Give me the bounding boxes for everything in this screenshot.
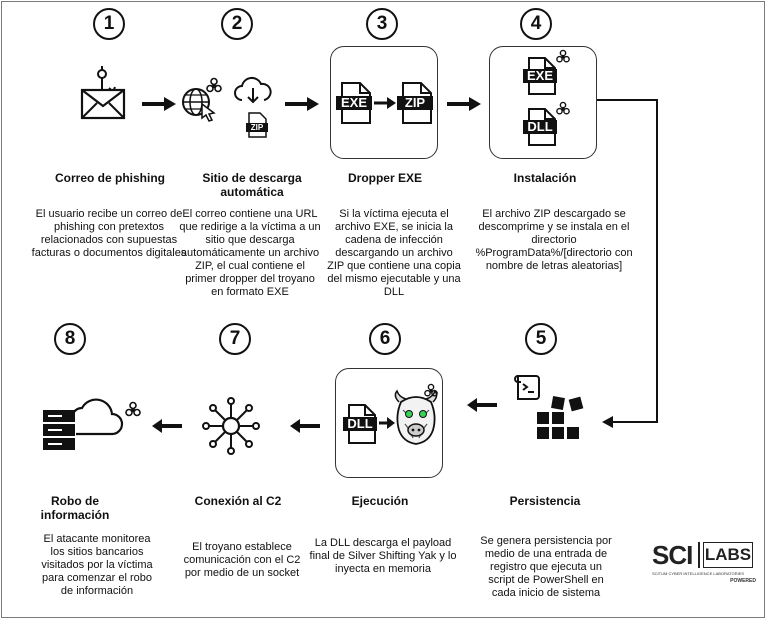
step-title-5: Persistencia xyxy=(509,494,581,508)
exe-file-icon xyxy=(336,82,372,124)
installed-exe-icon xyxy=(523,57,557,95)
zip-file-label-large: ZIP xyxy=(404,95,426,110)
logo-powered: POWERED xyxy=(730,578,756,584)
registry-icon xyxy=(537,396,584,439)
arrow-dll-to-yak xyxy=(379,417,395,429)
step-number-8: 8 xyxy=(54,323,86,355)
zip-file-icon-large xyxy=(397,82,433,124)
arrow-left-1 xyxy=(467,398,497,412)
arrow-right-3 xyxy=(447,97,481,111)
logo-sci-text: SCI xyxy=(652,540,693,570)
step-title-6: Ejecución xyxy=(351,494,409,508)
payload-dll-label: DLL xyxy=(347,416,373,431)
phishing-email-icon xyxy=(80,66,126,120)
step-title-4: Instalación xyxy=(513,171,577,185)
step-title-3: Dropper EXE xyxy=(347,171,422,185)
installed-dll-icon xyxy=(523,108,557,146)
step-number-7: 7 xyxy=(219,323,251,355)
exe-file-label: EXE xyxy=(340,95,367,110)
step-number-3: 3 xyxy=(366,8,398,40)
step-title-2: Sitio de descarga automática xyxy=(202,171,302,199)
arrow-right-2 xyxy=(285,97,319,111)
biohazard-icon xyxy=(206,77,222,93)
connector-install-to-persistence xyxy=(597,99,658,428)
arrow-exe-to-zip xyxy=(374,97,396,109)
step-desc-8: El atacante monitorea los sitios bancari… xyxy=(41,533,153,597)
step-title-8: Robo de información xyxy=(40,494,110,522)
biohazard-icon-yak xyxy=(424,383,438,397)
step-title-1: Correo de phishing xyxy=(54,171,165,185)
step-desc-2: El correo contiene una URL que redirige … xyxy=(179,208,321,298)
biohazard-icon-exe xyxy=(556,49,570,63)
biohazard-icon-dll xyxy=(556,101,570,115)
step-desc-5: Se genera persistencia por medio de una … xyxy=(480,535,612,599)
step-desc-7: El troyano establece comunicación con el… xyxy=(183,541,301,579)
payload-dll-icon xyxy=(343,404,377,444)
step-desc-3: Si la víctima ejecuta el archivo EXE, se… xyxy=(327,208,461,298)
zip-file-icon xyxy=(246,112,268,138)
installed-dll-label: DLL xyxy=(527,119,553,134)
biohazard-icon-theft xyxy=(125,401,141,417)
arrow-right-1 xyxy=(142,97,176,111)
globe-cursor-icon xyxy=(182,88,216,122)
step-number-5: 5 xyxy=(525,323,557,355)
step-title-7: Conexión al C2 xyxy=(194,494,282,508)
step-desc-6: La DLL descarga el payload final de Silv… xyxy=(309,537,457,575)
silver-yak-icon xyxy=(394,389,438,445)
arrow-left-2 xyxy=(290,419,320,433)
script-icon xyxy=(514,375,540,400)
logo-subtitle: SCITUM CYBER INTELLIGENCE LABORATORIES xyxy=(652,571,745,576)
zip-file-label: ZIP xyxy=(250,123,264,132)
step-number-6: 6 xyxy=(369,323,401,355)
step-number-1: 1 xyxy=(93,8,125,40)
step-desc-1: El usuario recibe un correo de phishing … xyxy=(31,208,187,259)
server-cloud-icon xyxy=(43,398,124,450)
step-number-2: 2 xyxy=(221,8,253,40)
logo-labs-text: LABS xyxy=(703,542,753,568)
step-desc-4: El archivo ZIP descargado se descomprime… xyxy=(475,208,633,272)
c2-network-icon xyxy=(202,397,260,455)
scitum-labs-logo: SCI LABS SCITUM CYBER INTELLIGENCE LABOR… xyxy=(652,540,756,602)
installed-exe-label: EXE xyxy=(526,68,553,83)
cloud-download-icon xyxy=(234,76,272,104)
step-number-4: 4 xyxy=(520,8,552,40)
arrow-left-3 xyxy=(152,419,182,433)
